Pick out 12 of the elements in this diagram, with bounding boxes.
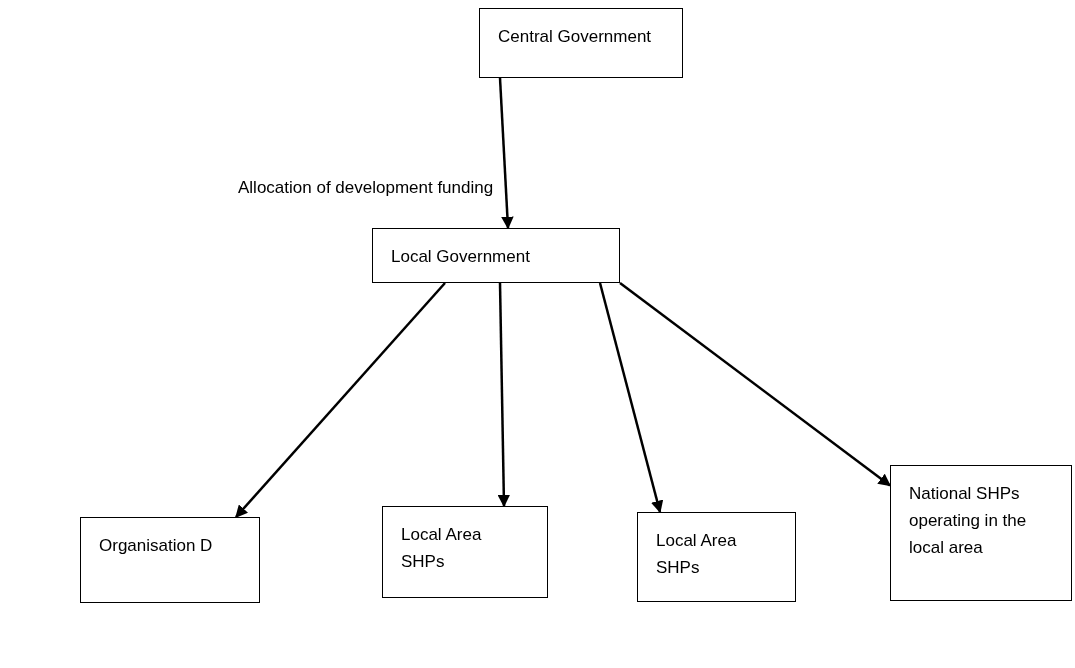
process-box: Organisation D [80,517,260,603]
process-box: Local Area SHPs [382,506,548,598]
arrow [498,77,514,230]
arrow [235,282,446,518]
edge-label: Allocation of development funding [238,178,494,198]
arrow [497,282,511,508]
arrow [598,282,664,514]
process-box: Local Area SHPs [637,512,796,602]
process-box: Local Government [372,228,620,283]
arrow [619,282,891,487]
process-box: Central Government [479,8,683,78]
process-box: National SHPs operating in the local area [890,465,1072,601]
